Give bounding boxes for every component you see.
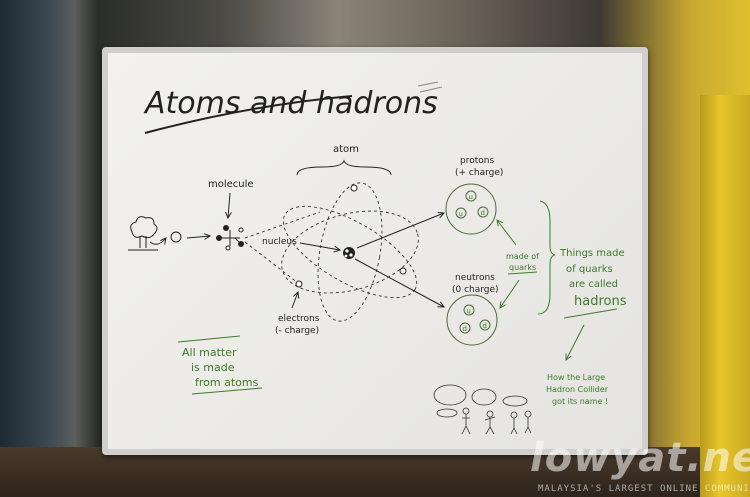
made-of-label: made of — [506, 252, 539, 261]
watermark-tagline: MALAYSIA'S LARGEST ONLINE COMMUNITY — [538, 484, 750, 494]
note-lhc: How the Large Hadron Collider got its na… — [546, 373, 609, 406]
apple-icon — [170, 231, 182, 243]
electron — [295, 280, 303, 288]
arrow — [566, 324, 585, 360]
quark-label: d — [483, 322, 487, 330]
note-hadrons: Things made of quarks are called hadrons — [559, 248, 627, 319]
electrons-label: electrons — [278, 314, 320, 324]
arrow — [497, 220, 517, 246]
svg-text:of quarks: of quarks — [566, 264, 613, 275]
quarks-label: quarks — [509, 263, 536, 272]
arrow — [299, 242, 340, 250]
quark-label: u — [459, 210, 463, 218]
hadrons-brace — [537, 200, 556, 315]
atom-brace — [296, 159, 392, 176]
watermark-logo: lowyat.net — [530, 435, 750, 481]
svg-text:hadrons: hadrons — [574, 294, 627, 309]
note-all-matter: All matter is made from atoms — [177, 335, 263, 395]
tree-icon — [128, 216, 158, 251]
arrow — [356, 213, 444, 249]
arrow — [228, 192, 230, 218]
electron — [350, 184, 358, 192]
underline — [507, 271, 538, 275]
svg-text:How the Large: How the Large — [547, 373, 605, 382]
svg-text:got its name !: got its name ! — [552, 397, 608, 406]
quark-label: d — [481, 209, 485, 217]
protons-charge: (+ charge) — [455, 168, 503, 178]
neutron-circle — [446, 294, 498, 346]
molecule-icon — [216, 225, 244, 251]
svg-text:are called: are called — [569, 279, 618, 290]
arrow — [354, 258, 444, 307]
nucleus-icon — [343, 247, 355, 259]
arrow — [186, 236, 210, 238]
electrons-charge: (- charge) — [275, 326, 319, 336]
atom-orbits — [244, 182, 419, 322]
floor — [0, 447, 750, 497]
svg-text:Hadron Collider: Hadron Collider — [546, 385, 609, 394]
yellow-cabinet — [700, 95, 750, 497]
arrow — [149, 238, 166, 245]
svg-text:All matter: All matter — [182, 346, 237, 359]
quark-label: u — [467, 307, 471, 315]
scribble — [417, 81, 443, 93]
molecule-label: molecule — [208, 179, 254, 190]
electron — [399, 267, 407, 275]
title-underline — [144, 95, 353, 134]
nucleus-label: nucleus — [262, 237, 297, 247]
arrow — [500, 279, 520, 308]
cartoon-scientists — [433, 384, 532, 435]
whiteboard — [108, 53, 642, 449]
protons-label: protons — [460, 156, 494, 166]
proton-circle — [445, 183, 497, 235]
neutrons-label: neutrons — [455, 273, 495, 283]
neutrons-charge: (0 charge) — [452, 285, 499, 295]
svg-text:Things made: Things made — [559, 248, 625, 259]
svg-text:from atoms: from atoms — [195, 376, 259, 389]
atom-label: atom — [333, 144, 359, 155]
quark-label: d — [463, 325, 467, 333]
arrow — [291, 292, 298, 309]
svg-text:is made: is made — [191, 361, 235, 374]
quark-label: u — [469, 193, 473, 201]
